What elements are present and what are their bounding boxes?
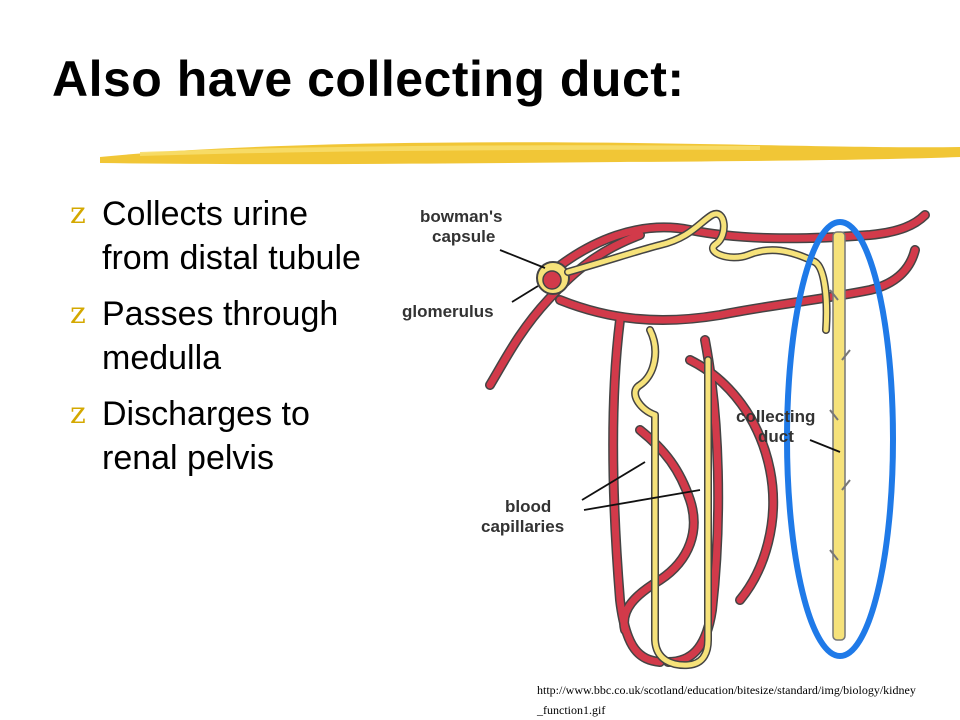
collecting-duct-highlight: [784, 219, 896, 659]
nephron-tubule: [564, 210, 831, 670]
z-bullet-icon: z: [70, 296, 86, 331]
source-url: http://www.bbc.co.uk/scotland/education/…: [537, 683, 916, 717]
bullet-text-line1: Passes through: [102, 295, 339, 333]
collecting-duct: [829, 231, 851, 641]
z-bullet-icon: z: [70, 196, 86, 231]
bullet-text-line2: renal pelvis: [102, 439, 274, 477]
label-pointers: [499, 249, 841, 511]
bowmans-capsule: [536, 261, 570, 295]
label-bowmans-line1: bowman's: [420, 207, 502, 226]
bullet-list: z Collects urine from distal tubule z Pa…: [70, 192, 450, 492]
blood-vessels: [485, 210, 930, 667]
brush-stroke-divider: [100, 142, 960, 165]
bullet-text-line2: from distal tubule: [102, 239, 361, 277]
bullet-item: z Passes through medulla: [70, 292, 450, 380]
bullet-text-line1: Collects urine: [102, 195, 308, 233]
bullet-text-line2: medulla: [102, 339, 222, 377]
label-blood-line1: blood: [505, 497, 551, 516]
bullet-text-line1: Discharges to: [102, 395, 310, 433]
label-collecting-line1: collecting: [736, 407, 815, 426]
bullet-item: z Discharges to renal pelvis: [70, 392, 450, 480]
label-glomerulus: glomerulus: [402, 302, 494, 321]
label-bowmans-line2: capsule: [432, 227, 495, 246]
z-bullet-icon: z: [70, 396, 86, 431]
label-blood-line2: capillaries: [481, 517, 564, 536]
bullet-item: z Collects urine from distal tubule: [70, 192, 450, 280]
label-collecting-line2: duct: [758, 427, 794, 446]
slide-title: Also have collecting duct:: [52, 51, 685, 107]
